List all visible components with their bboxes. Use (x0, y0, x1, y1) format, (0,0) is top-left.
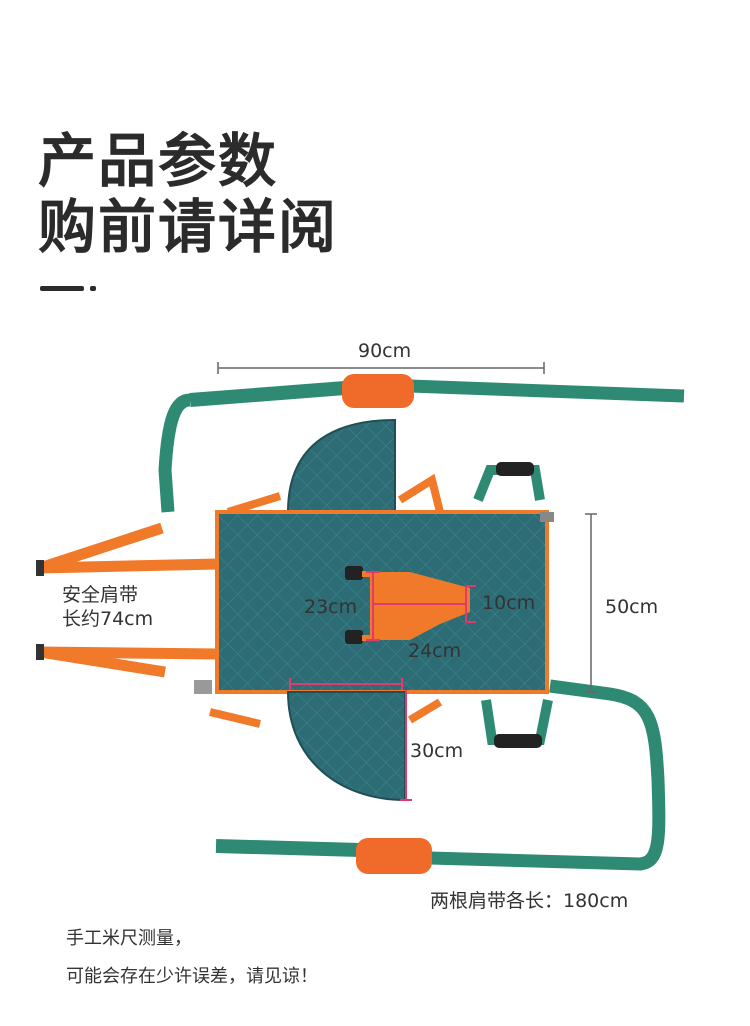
label-flap: 30cm (410, 740, 464, 762)
label-safety-strap-2: 长约74cm (62, 608, 154, 630)
label-center-height: 23cm (304, 596, 358, 618)
measure-width (217, 362, 545, 374)
title-underline-dot (90, 286, 96, 291)
left-safety-straps (36, 522, 219, 678)
note-line-1: 手工米尺测量， (66, 928, 192, 949)
note-line-2: 可能会存在少许误差，请见谅！ (66, 966, 318, 987)
center-harness (345, 566, 470, 644)
title-line-2: 购前请详阅 (38, 193, 339, 261)
right-handles (209, 462, 553, 748)
label-center-right: 10cm (482, 592, 536, 614)
bottom-flap (286, 691, 406, 802)
bottom-strap-pad (356, 838, 432, 874)
top-shoulder-strap (158, 374, 685, 513)
title-line-1: 产品参数 (38, 127, 279, 195)
label-center-width: 24cm (408, 640, 462, 662)
label-height: 50cm (605, 596, 659, 618)
label-safety-strap-1: 安全肩带 (62, 584, 139, 606)
label-width: 90cm (358, 340, 412, 362)
bottom-shoulder-strap (215, 679, 666, 874)
label-shoulder-straps: 两根肩带各长：180cm (430, 890, 629, 912)
measure-flap (289, 678, 412, 801)
title-underline (40, 286, 84, 291)
top-strap-pad (342, 374, 414, 408)
top-flap (286, 418, 396, 513)
measure-center (366, 571, 476, 641)
measure-height (585, 513, 597, 693)
